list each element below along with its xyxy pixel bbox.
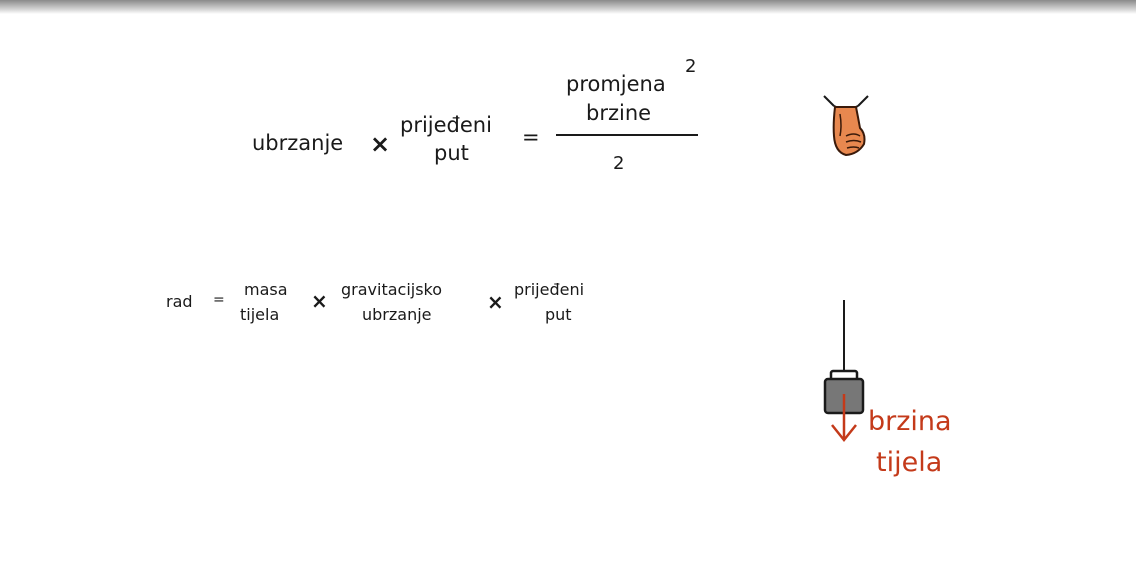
eq2-times2: × (487, 290, 504, 314)
eq1-prijedeni: prijeđeni (400, 113, 492, 137)
eq2-gravitacijsko: gravitacijsko (341, 280, 443, 299)
eq1-times: × (370, 130, 391, 158)
eq1-exponent: 2 (685, 56, 697, 77)
eq2-put: put (545, 305, 572, 324)
eq2-masa: masa (244, 280, 288, 299)
eq1-equals: = (522, 125, 540, 149)
hanging-weight-diagram (823, 300, 865, 443)
eq2-ubrzanje: ubrzanje (362, 305, 432, 324)
eq2-rad: rad (166, 292, 193, 311)
eq2-tijela: tijela (240, 305, 280, 324)
eq1-denominator: 2 (613, 153, 625, 174)
tijela-label: tijela (876, 447, 943, 478)
brzina-label: brzina (868, 406, 952, 437)
velocity-arrow-head (831, 424, 857, 443)
hand-icon (823, 95, 869, 157)
eq2-prijedeni: prijeđeni (514, 280, 585, 299)
eq1-promjena: promjena (566, 72, 666, 96)
eq2-times1: × (311, 289, 328, 313)
eq2-equals: = (213, 292, 225, 308)
eq1-brzine: brzine (586, 101, 652, 125)
fraction-bar (556, 134, 698, 136)
top-shadow-bar (0, 0, 1136, 14)
eq1-put: put (434, 141, 469, 165)
eq1-ubrzanje: ubrzanje (252, 131, 344, 155)
